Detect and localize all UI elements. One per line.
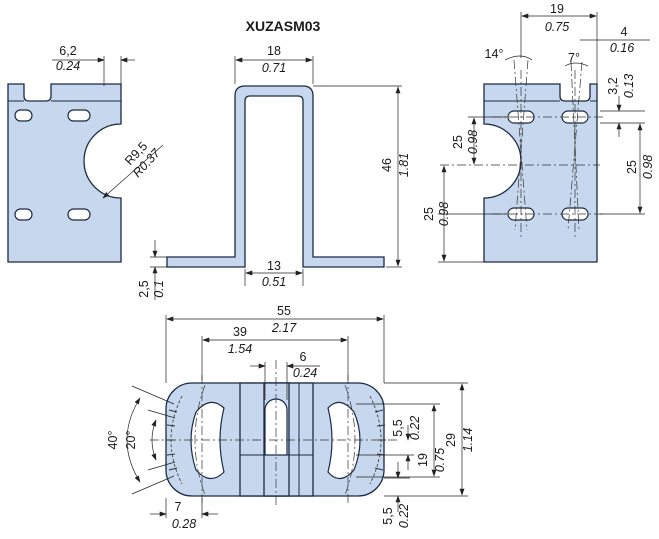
bottom-length-mm: 55 bbox=[277, 304, 291, 318]
right-view: 19 0.75 4 0.16 14° 7° 3,2 0.13 25 0.98 2… bbox=[422, 2, 655, 263]
right-spacing-mm: 19 bbox=[550, 2, 564, 16]
right-slot-in: 0.13 bbox=[622, 74, 636, 98]
left-slot-bottom-1 bbox=[14, 208, 33, 221]
front-bottom-mm: 13 bbox=[267, 259, 281, 273]
bottom-margin-mm: 7 bbox=[175, 500, 182, 514]
right-angle-b: 7° bbox=[568, 51, 580, 65]
bottom-height-in: 1.14 bbox=[461, 428, 475, 452]
bottom-holes-mm: 39 bbox=[233, 325, 247, 339]
front-top-mm: 18 bbox=[267, 44, 281, 58]
bottom-length-in: 2.17 bbox=[271, 321, 297, 335]
bottom-height-mm: 29 bbox=[444, 433, 458, 447]
right-edge-in: 0.16 bbox=[610, 41, 634, 55]
bottom-slot-in: 0.24 bbox=[293, 366, 317, 380]
bottom-holes-in: 1.54 bbox=[228, 342, 252, 356]
left-slot-top-2 bbox=[67, 109, 91, 122]
right-edge-mm: 4 bbox=[621, 25, 628, 39]
right-upper-mm: 25 bbox=[451, 135, 465, 149]
front-thick-in: 0.1 bbox=[152, 280, 166, 297]
bottom-slot-left bbox=[190, 401, 225, 480]
bottom-margin-in: 0.28 bbox=[172, 517, 196, 531]
bottom-pitch-in: 0.75 bbox=[433, 448, 447, 472]
bottom-view: 55 2.17 39 1.54 6 0.24 29 1.14 19 0.75 5… bbox=[106, 304, 475, 531]
left-slot-top-1 bbox=[14, 109, 33, 122]
bottom-edge-mm: 5,5 bbox=[381, 507, 395, 524]
bottom-angle-inner: 20° bbox=[124, 431, 138, 450]
bottom-slot-right bbox=[327, 401, 361, 480]
front-view: 18 0.71 46 1.81 13 0.51 2,5 0.1 bbox=[137, 44, 411, 300]
center-slot bbox=[264, 398, 288, 456]
front-thick-mm: 2,5 bbox=[137, 280, 151, 297]
bottom-slot-mm: 6 bbox=[300, 350, 307, 364]
left-slot-bottom-2 bbox=[67, 208, 91, 221]
bracket-profile bbox=[166, 85, 385, 268]
bottom-angle-outer: 40° bbox=[106, 431, 120, 450]
right-slot-mm: 3,2 bbox=[606, 77, 620, 94]
bottom-edge-in: 0.22 bbox=[397, 504, 411, 528]
front-height-mm: 46 bbox=[380, 158, 394, 172]
right-total-in: 0.98 bbox=[641, 155, 655, 179]
left-plate bbox=[7, 83, 122, 263]
bottom-pitch-mm: 19 bbox=[416, 453, 430, 467]
bottom-offset-mm: 5,5 bbox=[391, 419, 405, 436]
right-upper-in: 0.98 bbox=[466, 130, 480, 154]
front-height-in: 1.81 bbox=[397, 153, 411, 177]
left-view: 6,2 0.24 R9,5 R0.37 bbox=[7, 44, 164, 263]
left-width-in: 0.24 bbox=[56, 59, 80, 73]
front-bottom-in: 0.51 bbox=[262, 275, 286, 289]
bottom-offset-in: 0.22 bbox=[408, 416, 422, 440]
drawing-title: XUZASM03 bbox=[246, 18, 321, 34]
left-width-mm: 6,2 bbox=[59, 44, 76, 58]
right-spacing-in: 0.75 bbox=[545, 20, 569, 34]
right-lower-mm: 25 bbox=[422, 207, 436, 221]
right-total-mm: 25 bbox=[625, 160, 639, 174]
right-angle-a: 14° bbox=[485, 47, 504, 61]
front-top-in: 0.71 bbox=[262, 61, 286, 75]
right-lower-in: 0.98 bbox=[437, 202, 451, 226]
